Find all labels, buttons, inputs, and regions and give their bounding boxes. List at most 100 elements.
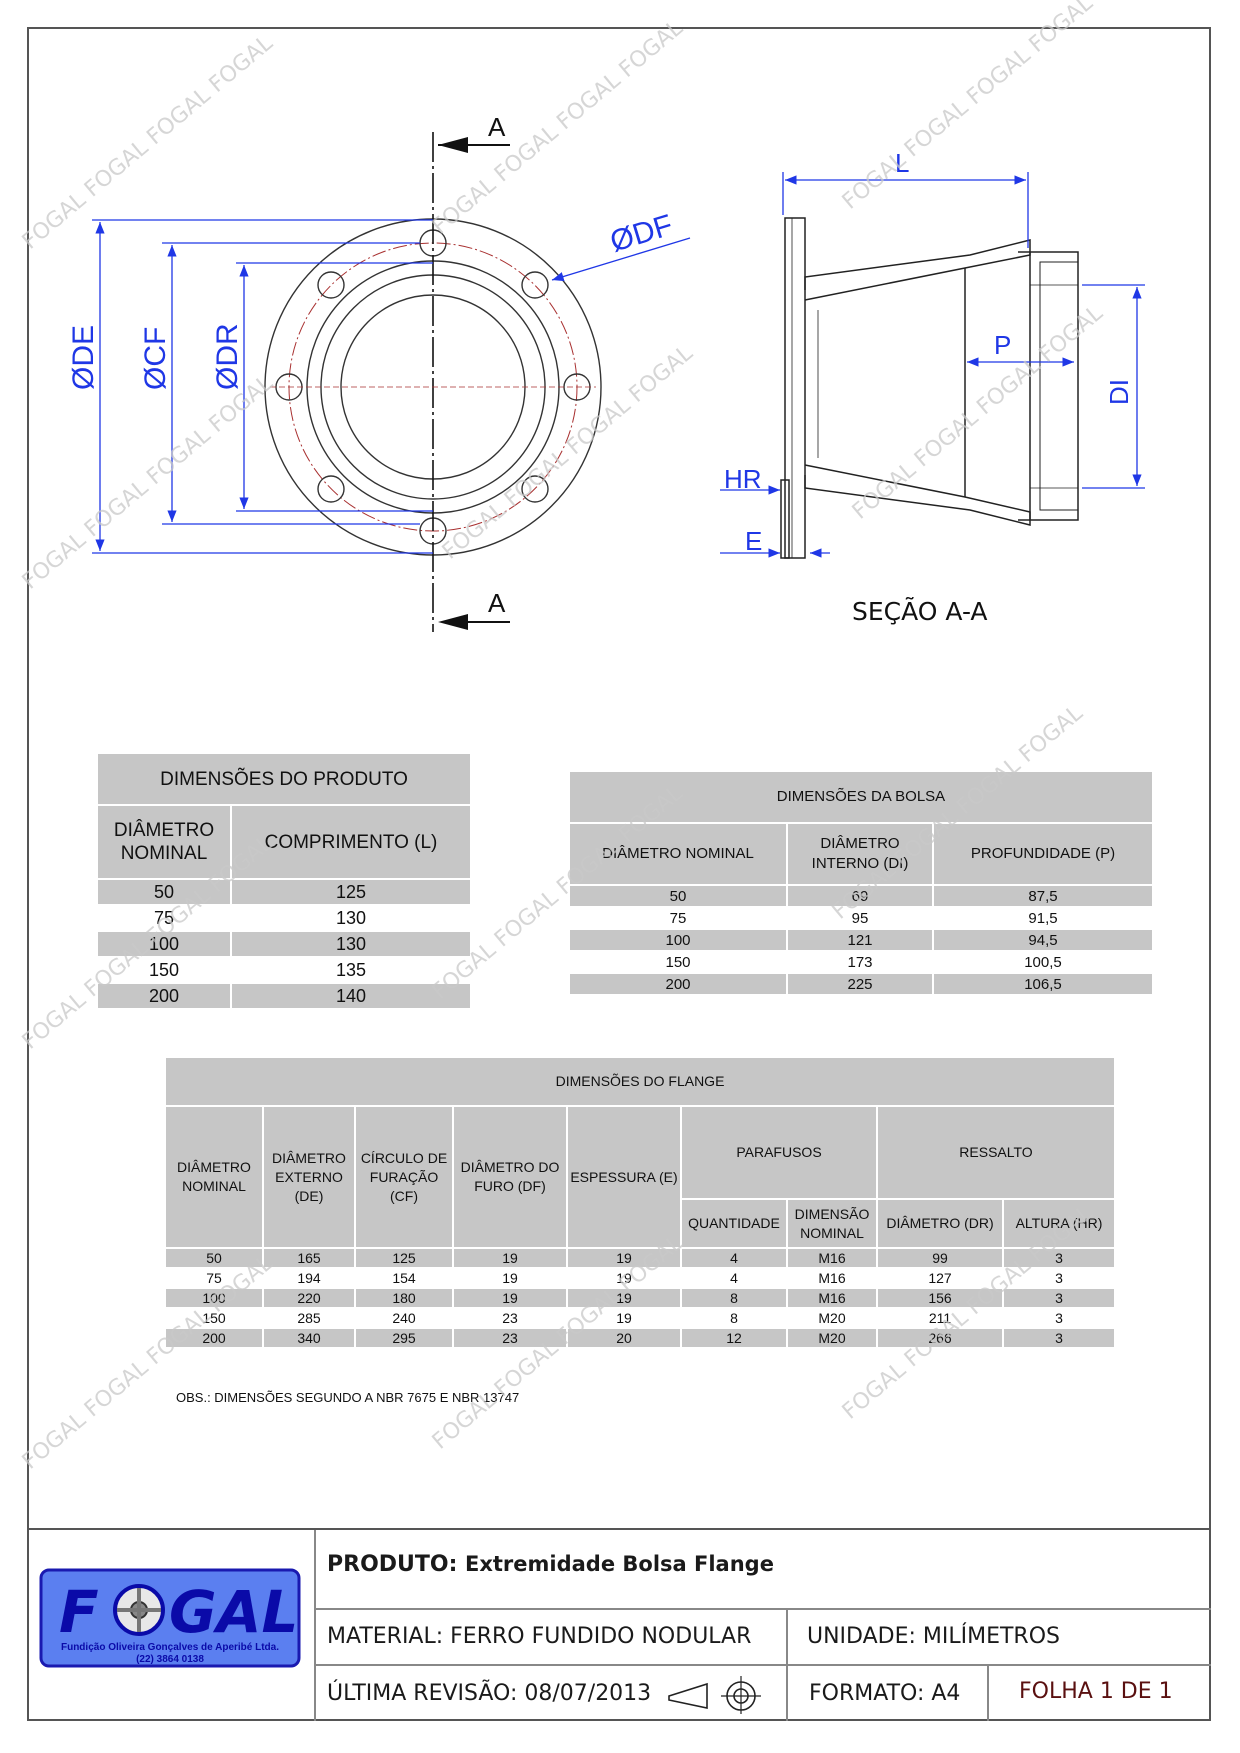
column-header: CÍRCULO DE FURAÇÃO (CF) (356, 1107, 452, 1247)
table-cell: 200 (166, 1329, 262, 1347)
section-cut-markers: A A (438, 112, 510, 630)
table-cell: 8 (682, 1309, 786, 1327)
table-cell: 23 (454, 1309, 566, 1327)
column-header: DIÂMETRO EXTERNO (DE) (264, 1107, 354, 1247)
table-cell: 3 (1004, 1309, 1114, 1327)
column-header: RESSALTO (878, 1107, 1114, 1199)
table-cell: 19 (454, 1269, 566, 1287)
table-cell: M16 (788, 1269, 876, 1287)
table-cell: 3 (1004, 1249, 1114, 1267)
column-header: PARAFUSOS (682, 1107, 876, 1199)
table-cell: 180 (356, 1289, 452, 1307)
table-cell: 194 (264, 1269, 354, 1287)
table-flange: DIMENSÕES DO FLANGE DIÂMETRO NOMINAL DIÂ… (164, 1056, 1116, 1349)
material-text: MATERIAL: FERRO FUNDIDO NODULAR (327, 1624, 752, 1649)
column-subheader: QUANTIDADE (682, 1200, 786, 1247)
table-cell: 340 (264, 1329, 354, 1347)
table-cell: M20 (788, 1329, 876, 1347)
table-title: DIMENSÕES DO FLANGE (166, 1058, 1114, 1105)
column-header: DIÂMETRO NOMINAL (166, 1107, 262, 1247)
table-cell: 4 (682, 1249, 786, 1267)
table-title: DIMENSÕES DO PRODUTO (98, 754, 470, 804)
formato-text: FORMATO: A4 (809, 1681, 961, 1706)
table-cell: 75 (166, 1269, 262, 1287)
logo-letter-f: F (59, 1578, 99, 1646)
label-e: E (745, 526, 762, 556)
label-hr: HR (724, 464, 762, 494)
logo-subtitle: Fundição Oliveira Gonçalves de Aperibé L… (61, 1642, 279, 1653)
title-block: F GAL Fundição Oliveira Gonçalves de Ape… (27, 1528, 1211, 1723)
table-cell: 99 (878, 1249, 1002, 1267)
revisao-text: ÚLTIMA REVISÃO: 08/07/2013 (327, 1681, 652, 1706)
logo-letters-gal: GAL (169, 1578, 298, 1646)
technical-drawings: A A ØDE ØCF ØDR ØDF (67, 112, 1145, 632)
table-bolsa: DIMENSÕES DA BOLSA DIÂMETRO NOMINAL DIÂM… (568, 770, 1154, 996)
observation-note: OBS.: DIMENSÕES SEGUNDO A NBR 7675 E NBR… (176, 1390, 520, 1405)
table-cell: 19 (568, 1289, 680, 1307)
section-title: SEÇÃO A-A (852, 596, 988, 626)
table-cell: 3 (1004, 1329, 1114, 1347)
table-cell: 295 (356, 1329, 452, 1347)
front-dimensions (92, 219, 691, 554)
label-di: DI (1104, 379, 1134, 405)
produto-value: Extremidade Bolsa Flange (465, 1552, 774, 1576)
table-cell: 19 (454, 1249, 566, 1267)
table-cell: 127 (878, 1269, 1002, 1287)
table-cell: M16 (788, 1249, 876, 1267)
column-subheader: DIMENSÃO NOMINAL (788, 1200, 876, 1247)
section-view (780, 217, 1079, 559)
table-cell: 211 (878, 1309, 1002, 1327)
table-cell: 3 (1004, 1269, 1114, 1287)
column-subheader: ALTURA (HR) (1004, 1200, 1114, 1247)
label-p: P (994, 330, 1011, 360)
table-cell: 19 (568, 1269, 680, 1287)
table-cell: 4 (682, 1269, 786, 1287)
label-l: L (895, 148, 909, 178)
column-subheader: DIÂMETRO (DR) (878, 1200, 1002, 1247)
table-cell: 19 (568, 1309, 680, 1327)
column-header: PROFUNDIDADE (P) (934, 824, 1152, 884)
table-cell: 100 (166, 1289, 262, 1307)
column-header: DIÂMETRO INTERNO (DI) (788, 824, 932, 884)
table-cell: M20 (788, 1309, 876, 1327)
table-title: DIMENSÕES DA BOLSA (570, 772, 1152, 822)
fogal-logo: F GAL Fundição Oliveira Gonçalves de Ape… (39, 1568, 301, 1668)
label-dr: ØDR (211, 323, 244, 390)
table-cell: 285 (264, 1309, 354, 1327)
column-header: DIÂMETRO DO FURO (DF) (454, 1107, 566, 1247)
table-cell: 19 (454, 1289, 566, 1307)
table-cell: 125 (356, 1249, 452, 1267)
table-cell: 154 (356, 1269, 452, 1287)
front-view (264, 132, 602, 632)
valve-wheel-icon (113, 1584, 165, 1636)
label-cf: ØCF (139, 327, 172, 390)
table-cell: 165 (264, 1249, 354, 1267)
produto-label: PRODUTO: (327, 1552, 458, 1577)
table-produto: DIMENSÕES DO PRODUTO DIÂMETRO NOMINAL CO… (96, 752, 472, 1010)
folha-text: FOLHA 1 DE 1 (1019, 1679, 1173, 1704)
table-cell: 3 (1004, 1289, 1114, 1307)
column-header: COMPRIMENTO (L) (232, 806, 470, 878)
table-cell: 12 (682, 1329, 786, 1347)
table-cell: 8 (682, 1289, 786, 1307)
table-cell: 20 (568, 1329, 680, 1347)
cut-label-top: A (488, 112, 506, 142)
column-header: DIÂMETRO NOMINAL (98, 806, 230, 878)
table-cell: 50 (166, 1249, 262, 1267)
logo-phone: (22) 3864 0138 (136, 1654, 204, 1665)
